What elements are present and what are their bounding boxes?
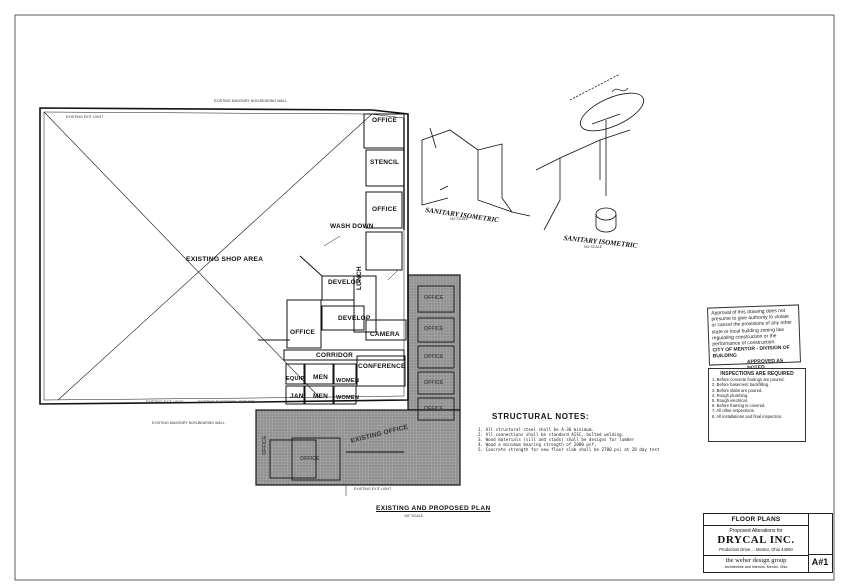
sanitary-isometric-1-scale: NO SCALE (450, 217, 469, 221)
inspection-line: 8. All installations and final inspectio… (712, 413, 783, 419)
sanitary-isometric-1-drawing (421, 127, 531, 217)
structural-note-line: 5. Concrete strength for new floor slab … (478, 447, 660, 452)
room-label-men-1: MEN (313, 374, 329, 381)
room-label-office-d: OFFICE (424, 380, 444, 386)
room-label-office-a: OFFICE (424, 295, 444, 301)
wall-note-bottom: EXISTING MASONRY NON-BEARING WALL (152, 421, 225, 425)
structural-note-line: 2. All connections shall be standard AIS… (478, 432, 625, 437)
inspection-stamp: INSPECTIONS ARE REQUIRED 1. Before concr… (708, 368, 806, 442)
room-label-camera: CAMERA (370, 331, 400, 338)
room-label-office-c: OFFICE (424, 354, 444, 360)
room-label-office-f: OFFICE (262, 435, 268, 455)
inspection-line: 4. Rough plumbing. (712, 392, 749, 398)
room-label-equip: EQUIP (286, 376, 305, 382)
room-label-conference: CONFERENCE (358, 363, 406, 370)
room-label-office-left: OFFICE (290, 329, 316, 336)
sanitary-isometric-2-drawing (535, 73, 644, 233)
new-partitions (258, 231, 407, 405)
firm-name: the weber design group (725, 557, 787, 564)
inspection-line: 7. All other inspections. (712, 408, 756, 414)
room-label-develop-upper: DEVELOP (328, 279, 361, 286)
title-block: FLOOR PLANS Proposed Alterations for DRY… (703, 513, 833, 573)
room-label-office-mid: OFFICE (372, 206, 398, 213)
room-label-existing-shop-area: EXISTING SHOP AREA (186, 256, 264, 263)
room-label-develop-lower: DEVELOP (338, 315, 371, 322)
room-label-corridor: CORRIDOR (316, 352, 353, 359)
room-label-women-1: WOMEN (336, 378, 360, 384)
inspection-line: 5. Rough electrical. (712, 398, 748, 404)
room-label-men-2: MEN (313, 393, 329, 400)
sheet-border (14, 14, 835, 581)
plan-scale: 1/8" SCALE (404, 514, 424, 518)
project-subtitle: Proposed Alterations for (729, 528, 783, 534)
existing-office-shaded-area (255, 274, 461, 486)
approval-stamp: Approval of this drawing does not presum… (707, 304, 801, 371)
room-label-lunch: LUNCH (356, 266, 363, 290)
sanitary-isometric-2-scale: NO SCALE (584, 245, 603, 249)
exit-light-lower: EXISTING EXIT LIGHT (354, 487, 392, 491)
electrical-service-note: EXISTING ELECTRICAL SERVICE (198, 400, 255, 404)
room-label-office-e: OFFICE (424, 406, 444, 412)
inspection-title: INSPECTIONS ARE REQUIRED (720, 371, 794, 377)
client-name: DRYCAL INC. (717, 534, 795, 546)
structural-note-line: 1. All structural steel shall be A-36 mi… (478, 427, 594, 432)
shaded-offices (269, 285, 455, 481)
wall-note-top: EXISTING MASONRY NON-BEARING WALL (214, 99, 287, 103)
exit-light-top: EXISTING EXIT LIGHT (66, 115, 104, 119)
room-label-wash-down: WASH DOWN (330, 223, 374, 230)
misc-leaders (323, 235, 399, 496)
room-label-jan: JAN (290, 393, 304, 400)
project-address: Production Drive.... Mentor, Ohio 44060 (719, 547, 793, 552)
north-offices (363, 113, 405, 230)
room-label-stencil: STENCIL (370, 159, 400, 166)
firm-address: Architecture and Interiors, Mentor, Ohio (724, 565, 788, 569)
structural-notes: STRUCTURAL NOTES: 1. All structural stee… (478, 412, 678, 452)
exit-light-bottom: EXISTING EXIT LIGHT (146, 400, 184, 404)
sheet-number: A#1 (811, 557, 829, 567)
structural-note-line: 3. Wood materials (sill and studs) shall… (478, 437, 635, 442)
inspection-line: 1. Before concrete footings are poured. (712, 377, 785, 383)
inspection-line: 6. Before framing is covered. (712, 403, 766, 409)
structural-note-line: 4. Wood a minimum bearing strength of 20… (478, 442, 597, 447)
room-label-office-b: OFFICE (424, 326, 444, 332)
plan-title: EXISTING AND PROPOSED PLAN (376, 505, 491, 512)
structural-notes-title: STRUCTURAL NOTES: (492, 412, 590, 421)
inspection-line: 2. Before basement backfilling. (712, 382, 770, 388)
room-label-women-2: WOMEN (336, 395, 360, 401)
room-label-office-top: OFFICE (372, 117, 398, 124)
inspection-line: 3. Before slabs are poured. (712, 387, 763, 393)
room-label-office-g: OFFICE (300, 456, 320, 462)
sheet-title: FLOOR PLANS (731, 516, 781, 523)
